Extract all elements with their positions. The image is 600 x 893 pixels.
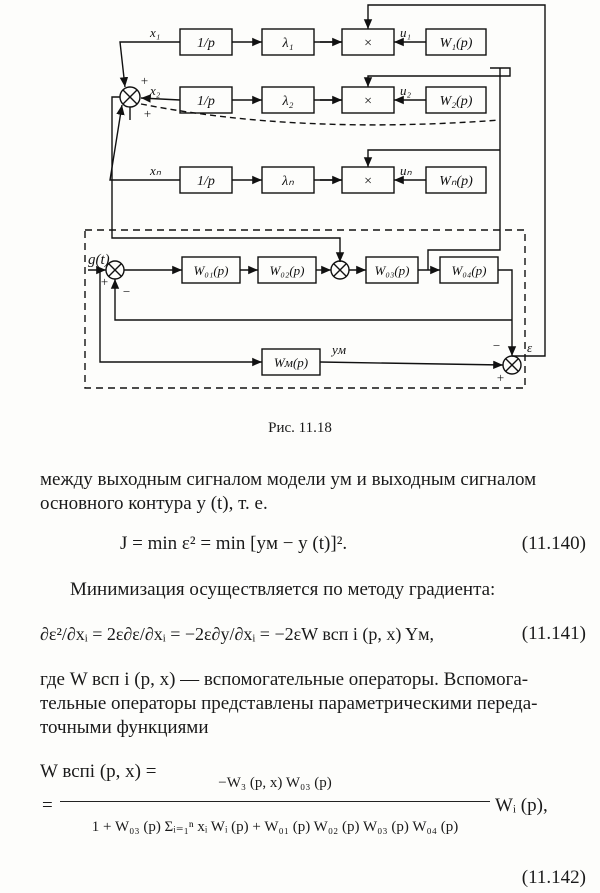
label-w01: W₀₁(p) bbox=[193, 263, 228, 278]
sign: + bbox=[143, 106, 152, 121]
label-x: x₂ bbox=[149, 83, 161, 98]
block-diagram: 1/p λ₁ × W₁(p) x₁ u₁ 1/p λ₂ × W₂(p) x₂ u₂ 1/p λₙ × Wₙ(p… bbox=[84, 4, 546, 389]
denominator: 1 + W₀₃ (p) Σᵢ₌₁ⁿ xᵢ Wᵢ (p) + W₀₁ (p) W₀… bbox=[91, 819, 459, 835]
paragraph-line: основного контура y (t), т. е. bbox=[40, 493, 268, 514]
sign: + bbox=[100, 274, 109, 289]
label-w02: W₀₂(p) bbox=[269, 263, 304, 278]
label-input: g(t) bbox=[88, 252, 110, 268]
paragraph-line: между выходным сигналом модели yм и выхо… bbox=[40, 469, 537, 490]
equation-11-140: J = min ε² = min [yм − y (t)]². bbox=[120, 533, 348, 554]
label-u: u₂ bbox=[400, 83, 412, 98]
paragraph-line: где W всп i (p, x) — вспомогательные опе… bbox=[40, 669, 529, 690]
block-w04 bbox=[439, 256, 499, 284]
label-w03: W₀₃(p) bbox=[374, 263, 409, 278]
equation-11-142-rhs: Wᵢ (p), bbox=[495, 795, 548, 816]
label-multiplier: × bbox=[363, 174, 372, 189]
equation-number: (11.140) bbox=[521, 533, 586, 554]
label-multiplier: × bbox=[363, 94, 372, 109]
paragraph-line: точными функциями bbox=[40, 717, 209, 738]
figure-caption: Рис. 11.18 bbox=[268, 420, 332, 436]
label-transfer: W₁(p) bbox=[440, 36, 473, 51]
label-gain: λ₁ bbox=[282, 36, 294, 51]
label-w04: W₀₄(p) bbox=[451, 263, 486, 278]
equation-number: (11.141) bbox=[521, 623, 586, 644]
label-u: uₙ bbox=[400, 163, 413, 178]
paragraph-line: тельные операторы представлены параметри… bbox=[40, 693, 538, 714]
sign: + bbox=[140, 73, 149, 88]
label-wm: Wм(p) bbox=[274, 355, 308, 370]
label-integrator: 1/p bbox=[197, 174, 215, 189]
sign: − bbox=[122, 284, 131, 299]
fraction-bar bbox=[60, 801, 490, 802]
paragraph-line: Минимизация осуществляется по методу гра… bbox=[70, 579, 496, 600]
label-gain: λₙ bbox=[281, 174, 294, 189]
label-transfer: Wₙ(p) bbox=[439, 174, 473, 189]
block-w03 bbox=[365, 256, 419, 284]
label-x: x₁ bbox=[149, 25, 160, 40]
sign: + bbox=[496, 370, 505, 385]
equation-11-142-lhs: W вспi (p, x) = bbox=[40, 761, 157, 782]
equals-sign: = bbox=[42, 795, 53, 816]
label-transfer: W₂(p) bbox=[440, 94, 473, 109]
label-u: u₁ bbox=[400, 25, 411, 40]
label-eps: ε bbox=[527, 340, 533, 355]
equation-11-141: ∂ε²/∂xᵢ = 2ε∂ε/∂xᵢ = −2ε∂y/∂xᵢ = −2εW вс… bbox=[40, 624, 435, 644]
label-integrator: 1/p bbox=[197, 94, 215, 109]
main-loop-frame bbox=[84, 229, 526, 389]
label-x: xₙ bbox=[149, 163, 162, 178]
label-ym: yм bbox=[330, 342, 346, 357]
block-wm bbox=[261, 348, 321, 376]
equation-number: (11.142) bbox=[521, 867, 586, 888]
label-multiplier: × bbox=[363, 36, 372, 51]
block-w02 bbox=[257, 256, 317, 284]
numerator: −W₃ (p, x) W₀₃ (p) bbox=[218, 775, 332, 791]
label-integrator: 1/p bbox=[197, 36, 215, 51]
block-w01 bbox=[181, 256, 241, 284]
label-gain: λ₂ bbox=[282, 94, 294, 109]
sign: − bbox=[492, 338, 501, 353]
